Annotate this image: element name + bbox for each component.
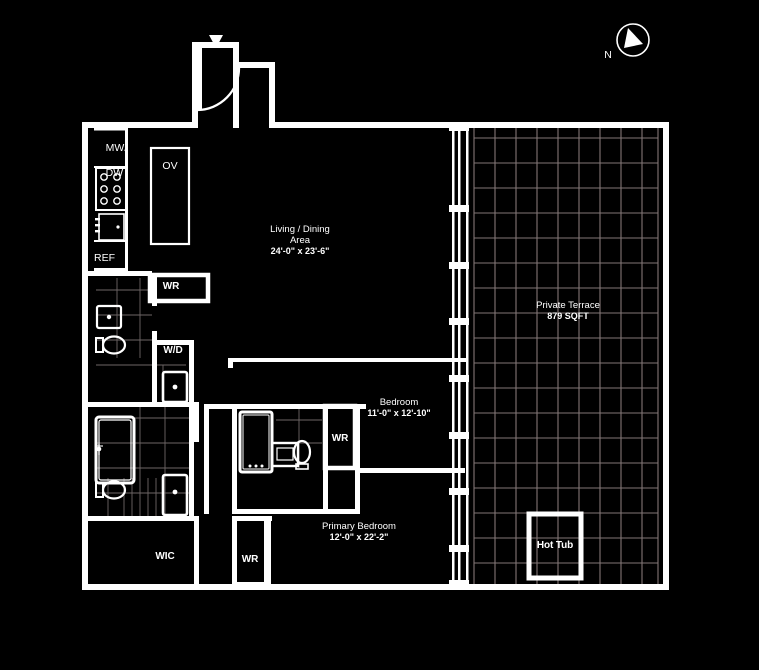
bedroom-ensuite-fixtures [238, 410, 312, 474]
room-label-living-dining: Living / Dining Area 24'-0" x 23'-6" [230, 224, 370, 256]
kitchen-casework [94, 128, 191, 271]
living-dining-name-line2: Area [289, 235, 311, 246]
wr-closet-primary [232, 516, 268, 586]
hot-tub-fixture [526, 511, 584, 581]
entry-direction-marker [209, 35, 223, 48]
wr-closet-bedroom [322, 403, 358, 471]
private-terrace-area: 879 SQFT [547, 311, 589, 321]
terrace-glass-wall [449, 126, 469, 586]
north-arrow-icon [616, 23, 650, 57]
primary-bedroom-name: Primary Bedroom [322, 521, 396, 532]
bedroom-name: Bedroom [379, 397, 419, 408]
wr-closet-kitchen [147, 272, 211, 304]
primary-bedroom-dimensions: 12'-0" x 22'-2" [329, 532, 389, 542]
powder-room-fixtures [95, 304, 127, 355]
exterior-walls [82, 42, 669, 590]
room-label-bedroom: Bedroom 11'-0" x 12'-10" [339, 397, 459, 418]
room-label-private-terrace: Private Terrace 879 SQFT [498, 300, 638, 321]
private-terrace-name: Private Terrace [536, 300, 600, 311]
main-bathroom-fixtures [94, 370, 189, 517]
bedroom-dimensions: 11'-0" x 12'-10" [367, 408, 431, 418]
bathroom-tile-grid [96, 278, 322, 516]
living-dining-dimensions: 24'-0" x 23'-6" [270, 246, 330, 256]
living-dining-name-line1: Living / Dining [270, 224, 330, 235]
entry-door [197, 48, 241, 112]
room-label-primary-bedroom: Primary Bedroom 12'-0" x 22'-2" [289, 521, 429, 542]
